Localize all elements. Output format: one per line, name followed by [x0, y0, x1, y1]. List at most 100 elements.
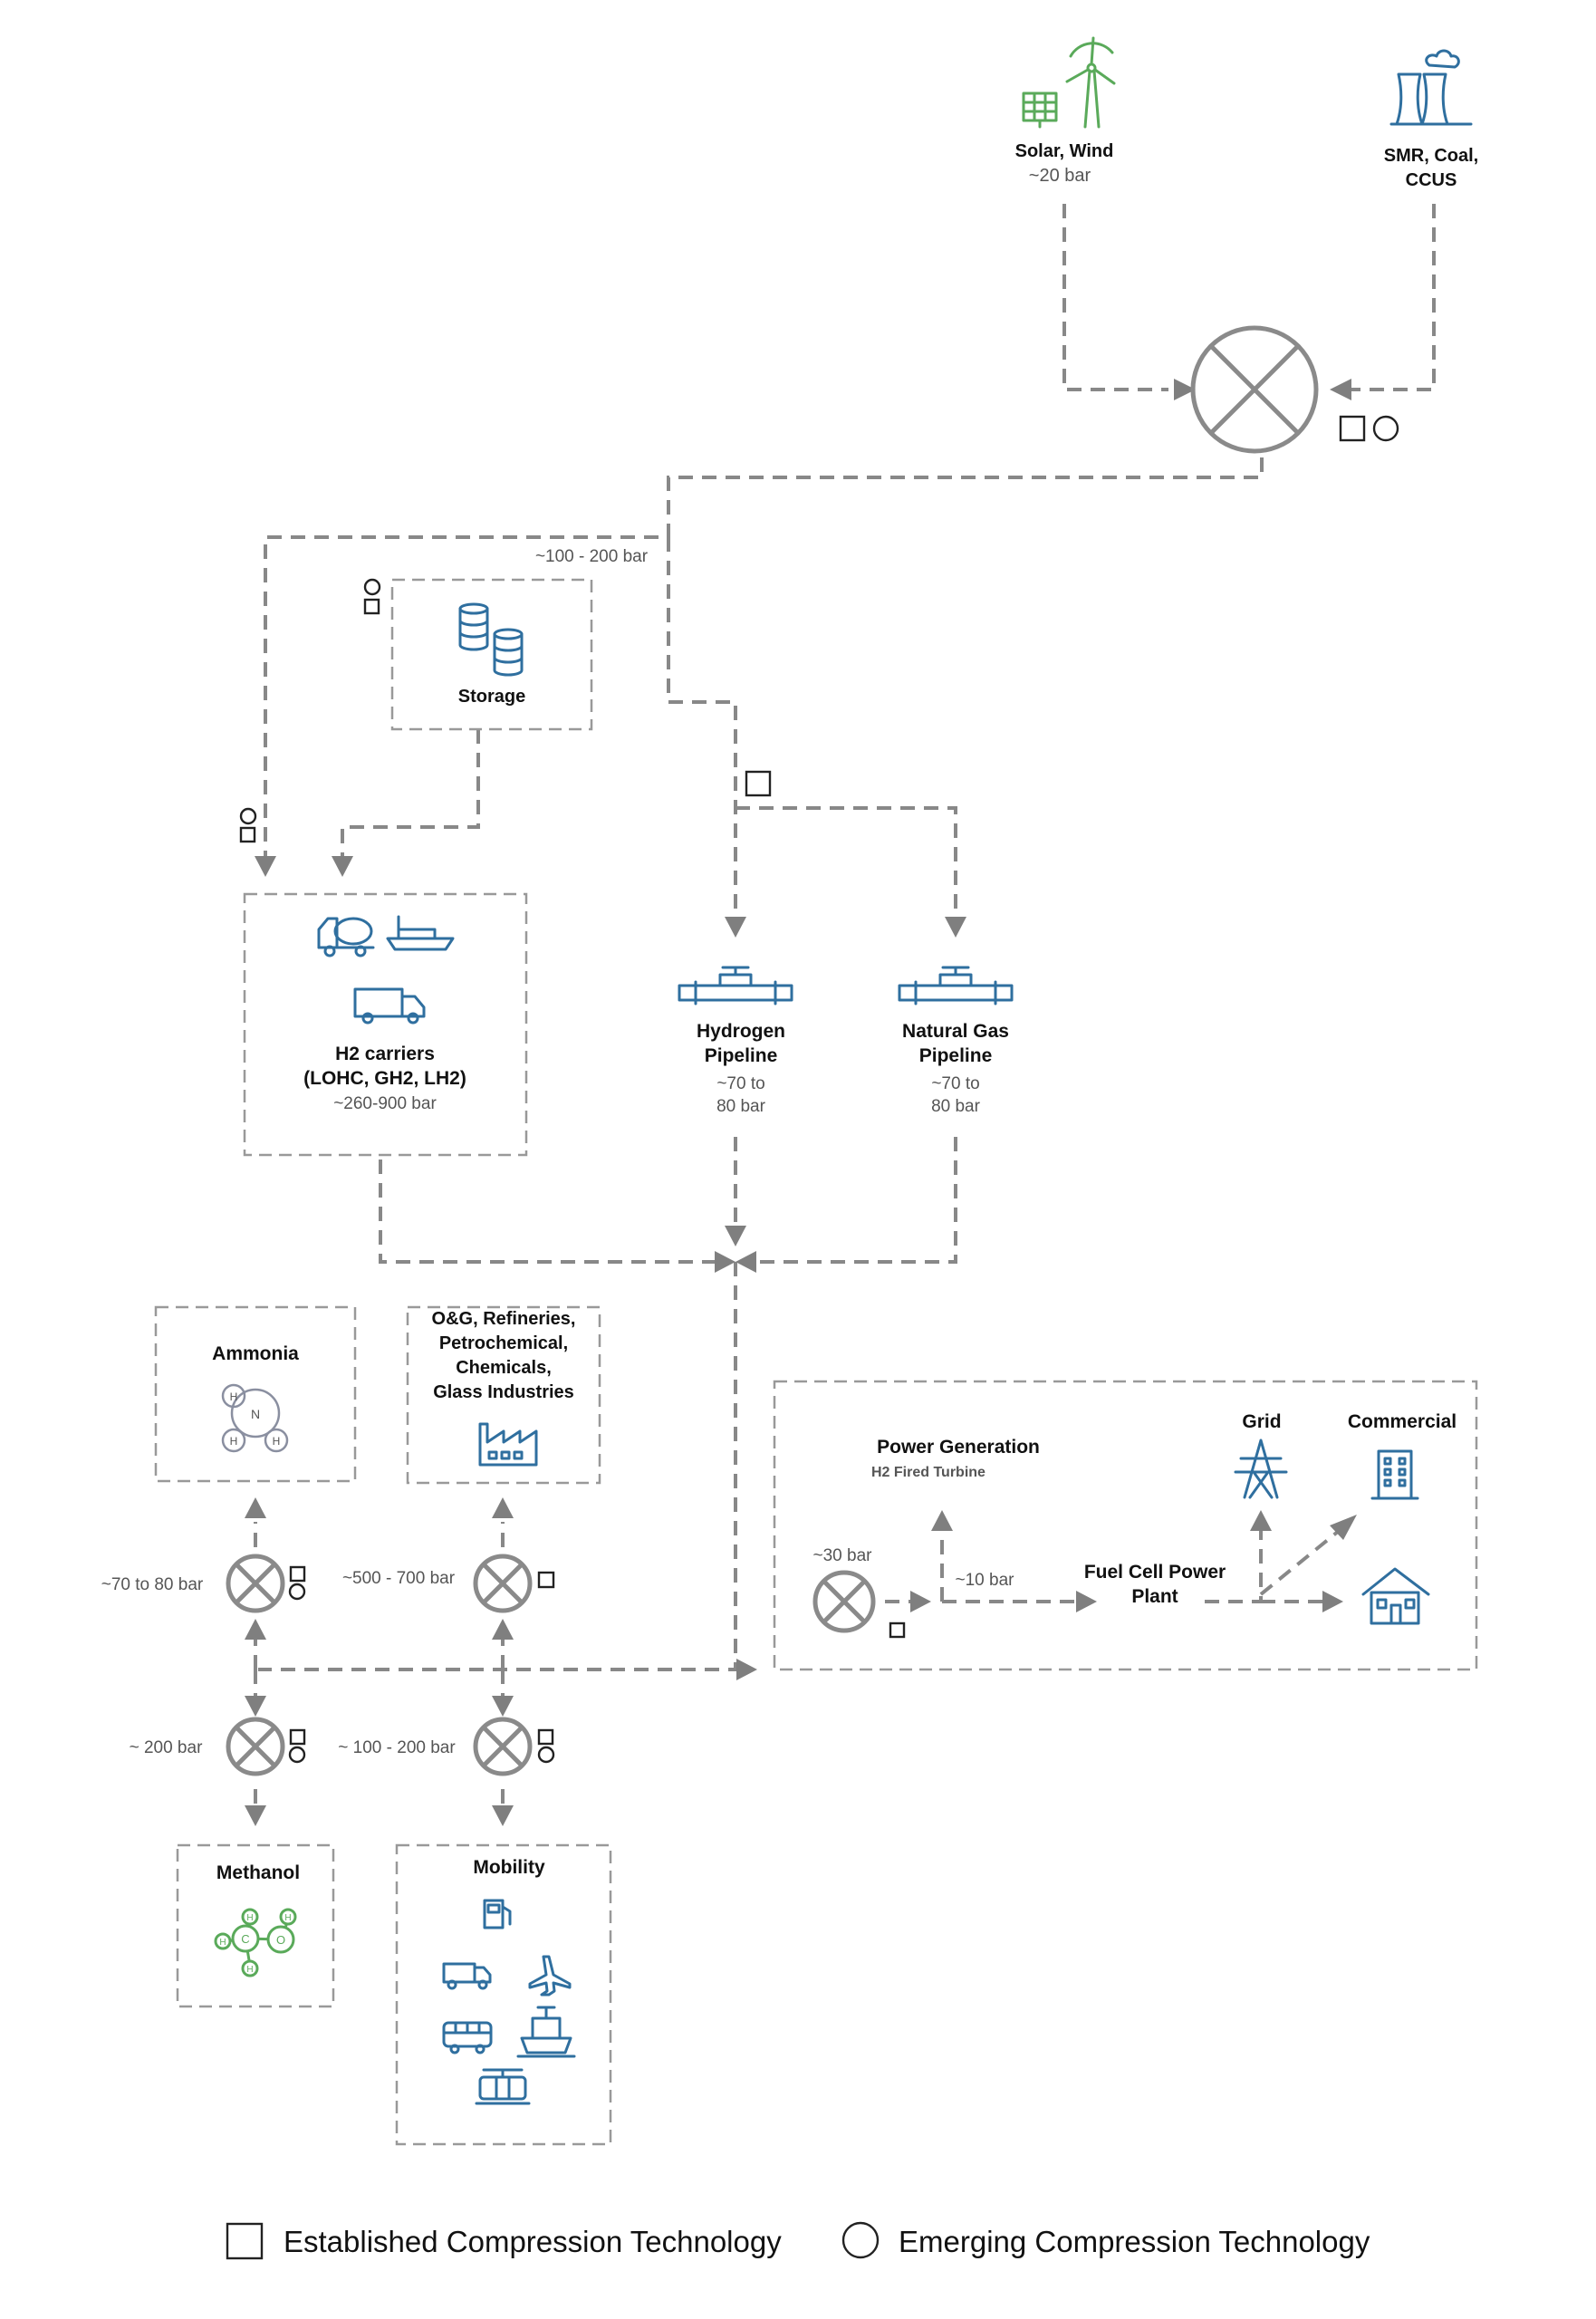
- arrow-hydrogen-pipeline: [725, 917, 746, 938]
- house-icon: [1361, 1567, 1430, 1625]
- hydrogen-pipeline-pressure-1: ~70 to: [716, 1074, 764, 1093]
- gas-pipeline-title-2: Pipeline: [919, 1045, 993, 1066]
- methanol-atom-h: H: [246, 1913, 253, 1923]
- power-generation-subtitle: H2 Fired Turbine: [871, 1465, 985, 1480]
- gas-pipeline-title-1: Natural Gas: [902, 1021, 1009, 1042]
- emerging-marker: [363, 578, 381, 596]
- commercial-label: Commercial: [1348, 1411, 1457, 1432]
- legend-established-label: Established Compression Technology: [284, 2225, 782, 2258]
- truck-icon: [353, 987, 426, 1025]
- power-box: [773, 1380, 1478, 1671]
- arrow-to-residential: [1322, 1591, 1343, 1612]
- arrowheads: [245, 379, 1357, 1826]
- ammonia-box: [154, 1305, 357, 1483]
- main-compressor: [1190, 325, 1319, 454]
- industry-title-4: Glass Industries: [433, 1382, 574, 1402]
- flow-fossil-to-compressor: [1341, 204, 1436, 391]
- arrow-to-ammonia-compressor: [245, 1619, 266, 1640]
- fuel-cell-title-2: Plant: [1131, 1586, 1178, 1607]
- mixer-truck-icon: [317, 917, 375, 957]
- hydrogen-pipeline-title-2: Pipeline: [705, 1045, 778, 1066]
- established-marker: [1339, 415, 1366, 442]
- established-marker: [239, 826, 256, 843]
- arrow-gas-pipeline: [945, 917, 966, 938]
- fuel-cell-title-1: Fuel Cell Power: [1084, 1562, 1226, 1583]
- commercial-building-icon: [1370, 1449, 1419, 1500]
- ammonia-atom-h2: H: [230, 1435, 238, 1448]
- flow-lines: [254, 204, 1436, 1807]
- carriers-title-2: (LOHC, GH2, LH2): [303, 1068, 466, 1089]
- mobility-compressor: [473, 1717, 533, 1776]
- arrow-to-commercial: [1330, 1515, 1357, 1540]
- flow-to-gas-pipeline: [736, 806, 957, 929]
- gas-pipeline-pressure-2: 80 bar: [931, 1097, 981, 1116]
- power-plant-icon: [1389, 49, 1473, 126]
- ammonia-atom-h1: H: [230, 1390, 238, 1403]
- established-marker: [889, 1621, 906, 1639]
- factory-icon: [478, 1422, 538, 1467]
- arrow-carriers-left: [255, 856, 276, 877]
- legend-established-square: [226, 2222, 264, 2260]
- industry-box: [406, 1305, 601, 1485]
- arrow-to-mobility-compressor: [492, 1696, 514, 1717]
- arrow-power-compressor: [910, 1591, 931, 1612]
- mobility-title: Mobility: [473, 1857, 545, 1878]
- power-generation-title: Power Generation: [877, 1437, 1040, 1458]
- flow-storage-to-carriers: [341, 729, 480, 861]
- established-marker: [537, 1728, 554, 1746]
- arrow-node-right: [736, 1251, 756, 1273]
- methanol-compressor: [226, 1717, 285, 1776]
- established-marker: [537, 1571, 555, 1589]
- industry-pressure: ~500 - 700 bar: [342, 1569, 456, 1588]
- storage-title: Storage: [458, 687, 525, 707]
- power-out-pressure: ~10 bar: [956, 1571, 1015, 1590]
- arrow-to-industry: [492, 1497, 514, 1518]
- arrow-to-grid: [1250, 1510, 1272, 1531]
- arrow-to-industry-compressor: [492, 1619, 514, 1640]
- solar-wind-icon: [1022, 36, 1116, 129]
- arrow-carriers-right: [332, 856, 353, 877]
- arrow-to-ammonia: [245, 1497, 266, 1518]
- flow-main-distribution: [264, 457, 1264, 861]
- ammonia-title: Ammonia: [212, 1343, 299, 1364]
- methanol-atom-c: C: [241, 1932, 249, 1946]
- industry-title-1: O&G, Refineries,: [432, 1309, 576, 1329]
- mobility-box: [395, 1843, 612, 2146]
- tram-icon: [475, 2068, 531, 2105]
- emerging-marker: [1372, 415, 1399, 442]
- power-in-pressure: ~30 bar: [813, 1546, 873, 1565]
- bus-icon: [442, 2021, 493, 2054]
- industry-title-2: Petrochemical,: [439, 1333, 568, 1353]
- gas-pipeline-icon: [898, 966, 1014, 1006]
- flow-to-hydrogen-pipeline: [667, 537, 737, 929]
- tech-markers: [239, 415, 1399, 1764]
- arrow-node-left: [715, 1251, 736, 1273]
- arrow-renewable: [1174, 379, 1196, 400]
- industry-compressor: [473, 1554, 533, 1613]
- transmission-tower-icon: [1234, 1439, 1288, 1499]
- cargo-ship-icon: [516, 2006, 576, 2058]
- arrow-to-power: [736, 1659, 757, 1680]
- mobility-pressure: ~ 100 - 200 bar: [338, 1738, 456, 1757]
- storage-pressure: ~100 - 200 bar: [535, 547, 649, 566]
- methanol-title: Methanol: [216, 1862, 300, 1883]
- fossil-source-title-2: CCUS: [1406, 170, 1457, 190]
- legend-emerging-label: Emerging Compression Technology: [899, 2225, 1370, 2258]
- arrow-fossil: [1330, 379, 1351, 400]
- arrow-node-top: [725, 1226, 746, 1246]
- storage-box: [390, 578, 593, 731]
- fuel-pump-icon: [483, 1899, 512, 1929]
- ammonia-compressor: [226, 1554, 285, 1613]
- ammonia-atom-h3: H: [273, 1435, 281, 1448]
- legend-emerging-circle: [841, 2221, 880, 2259]
- methanol-atom-o: O: [276, 1933, 285, 1947]
- ship-icon: [386, 915, 455, 951]
- methanol-molecule-icon: C O H H H H: [214, 1908, 297, 1977]
- grid-label: Grid: [1242, 1411, 1281, 1432]
- hydrogen-pipeline-pressure-2: 80 bar: [716, 1097, 766, 1116]
- flow-gpipe-to-node: [752, 1137, 957, 1264]
- arrow-to-methanol-compressor: [245, 1696, 266, 1717]
- ammonia-pressure: ~70 to 80 bar: [101, 1575, 204, 1594]
- truck-icon: [442, 1962, 492, 1990]
